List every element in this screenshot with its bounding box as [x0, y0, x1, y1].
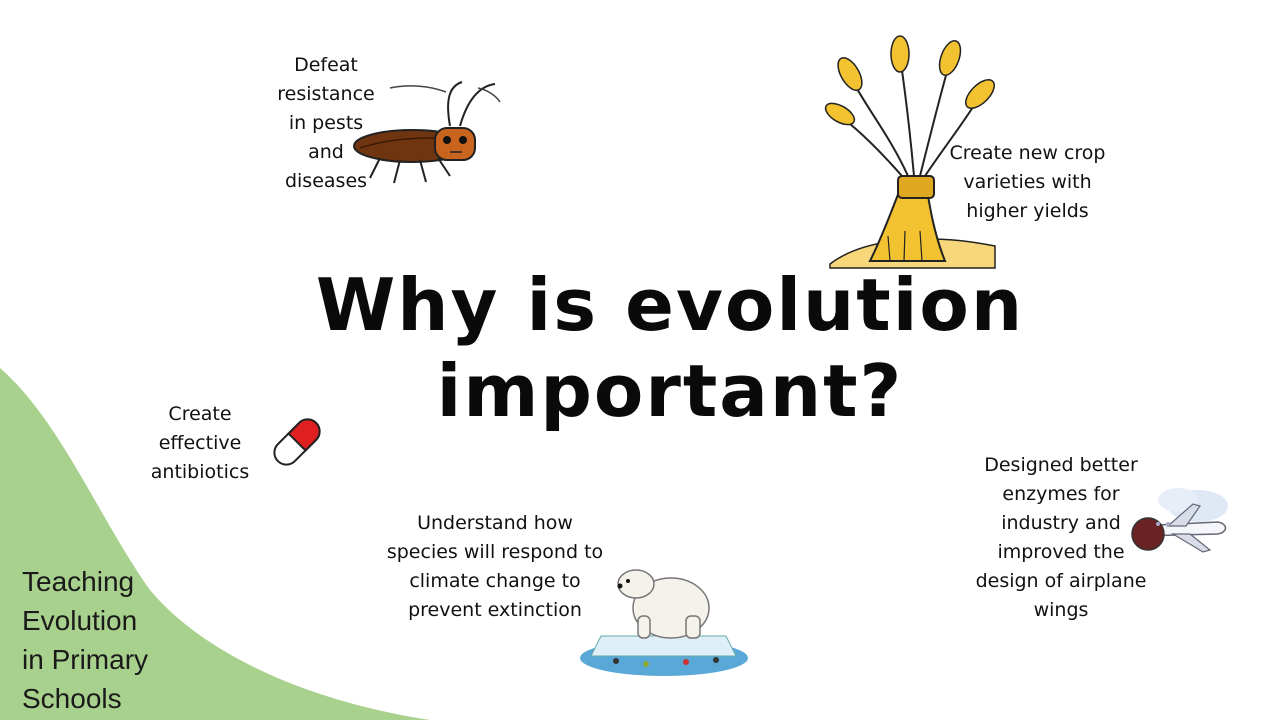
pill-icon — [273, 418, 321, 466]
wheat-sheaf-icon — [824, 35, 996, 269]
slide-title: Why is evolution important? — [300, 262, 1040, 434]
caption-antibiotics: Create effective antibiotics — [150, 403, 250, 483]
caption-climate: Understand how species will respond to c… — [386, 512, 604, 621]
caption-pests: Defeat resistance in pests and diseases — [277, 54, 375, 192]
caption-crops: Create new crop varieties with higher yi… — [949, 142, 1106, 222]
airplane-icon — [1131, 488, 1228, 553]
footer-label: Teaching Evolution in Primary Schools — [22, 566, 149, 714]
title-line-1: Why is evolution — [315, 263, 1025, 347]
cockroach-icon — [353, 81, 501, 184]
title-line-2: important? — [436, 349, 904, 433]
caption-enzymes: Designed better enzymes for industry and… — [975, 454, 1147, 621]
polar-bear-icon — [580, 569, 748, 676]
